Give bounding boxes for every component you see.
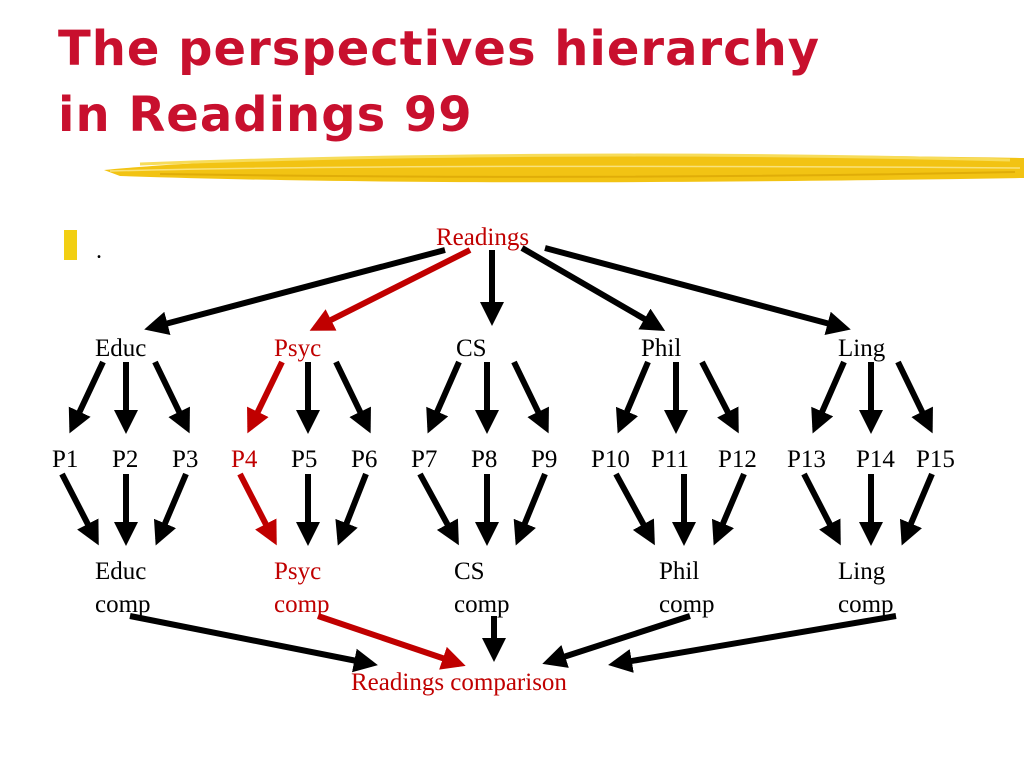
edge-p7-cs-comp <box>417 472 459 546</box>
edge-ling-comp-readings-comparison <box>608 613 897 673</box>
node-readings-comparison: Readings comparison <box>351 669 567 696</box>
node-ling-comp-line-2: comp <box>838 591 894 618</box>
node-p8: P8 <box>471 446 497 473</box>
edge-p6-psyc-comp <box>335 472 369 546</box>
edge-psyc-p4 <box>247 360 285 434</box>
node-ling-comp-line-1: Ling <box>838 558 886 585</box>
edge-p4-psyc-comp <box>237 472 277 546</box>
edge-readings-educ <box>144 247 446 336</box>
edge-educ-p1 <box>68 360 106 434</box>
edge-phil-comp-readings-comparison <box>542 613 691 668</box>
node-p6: P6 <box>351 446 377 473</box>
edge-p15-ling-comp <box>899 472 935 546</box>
node-phil-comp-line-2: comp <box>659 591 715 618</box>
node-p2: P2 <box>112 446 138 473</box>
edge-readings-ling <box>544 245 851 335</box>
node-p5: P5 <box>291 446 317 473</box>
node-p3: P3 <box>172 446 198 473</box>
edge-p3-educ-comp <box>153 472 189 546</box>
edge-educ-p3 <box>152 360 190 434</box>
title-underline-brush <box>104 153 1024 183</box>
edge-p13-ling-comp <box>801 472 841 546</box>
slide-title-line-2: in Readings 99 <box>58 87 473 143</box>
node-phil: Phil <box>641 335 681 362</box>
node-psyc-comp-line-1: Psyc <box>274 558 321 585</box>
node-p10: P10 <box>591 446 630 473</box>
node-p13: P13 <box>787 446 826 473</box>
node-cs-comp-line-2: comp <box>454 591 510 618</box>
node-p12: P12 <box>718 446 757 473</box>
slide-title-line-1: The perspectives hierarchy <box>58 21 821 77</box>
edge-psyc-p6 <box>333 360 371 434</box>
node-p7: P7 <box>411 446 437 473</box>
edge-p10-phil-comp <box>613 472 655 546</box>
slide-title: The perspectives hierarchy in Readings 9… <box>58 16 820 148</box>
node-ling: Ling <box>838 335 886 362</box>
bullet-text: . <box>96 238 102 264</box>
node-p1: P1 <box>52 446 78 473</box>
node-educ-comp-line-1: Educ <box>95 558 146 585</box>
node-educ-comp-line-2: comp <box>95 591 151 618</box>
edge-psyc-comp-readings-comparison <box>317 613 466 670</box>
edge-phil-p10 <box>615 360 651 434</box>
edge-cs-p9 <box>511 360 549 434</box>
edge-p12-phil-comp <box>711 472 747 546</box>
node-p4: P4 <box>231 446 258 473</box>
node-p9: P9 <box>531 446 557 473</box>
node-p15: P15 <box>916 446 955 473</box>
node-p14: P14 <box>856 446 895 473</box>
node-educ: Educ <box>95 335 146 362</box>
bullet-marker <box>64 230 77 260</box>
node-cs-comp-line-1: CS <box>454 558 485 585</box>
node-phil-comp-line-1: Phil <box>659 558 699 585</box>
node-cs: CS <box>456 335 487 362</box>
edge-educ-comp-readings-comparison <box>129 613 378 673</box>
edge-readings-psyc <box>309 247 472 331</box>
edge-ling-p15 <box>895 360 933 434</box>
node-p11: P11 <box>651 446 689 473</box>
node-psyc-comp-line-2: comp <box>274 591 330 618</box>
node-psyc: Psyc <box>274 335 321 362</box>
edge-p9-cs-comp <box>513 472 548 546</box>
edge-p1-educ-comp <box>59 472 99 546</box>
edge-cs-p7 <box>426 360 462 434</box>
node-readings: Readings <box>436 224 529 251</box>
edge-phil-p12 <box>699 360 739 434</box>
edge-readings-phil <box>520 245 666 332</box>
edge-ling-p13 <box>811 360 847 434</box>
